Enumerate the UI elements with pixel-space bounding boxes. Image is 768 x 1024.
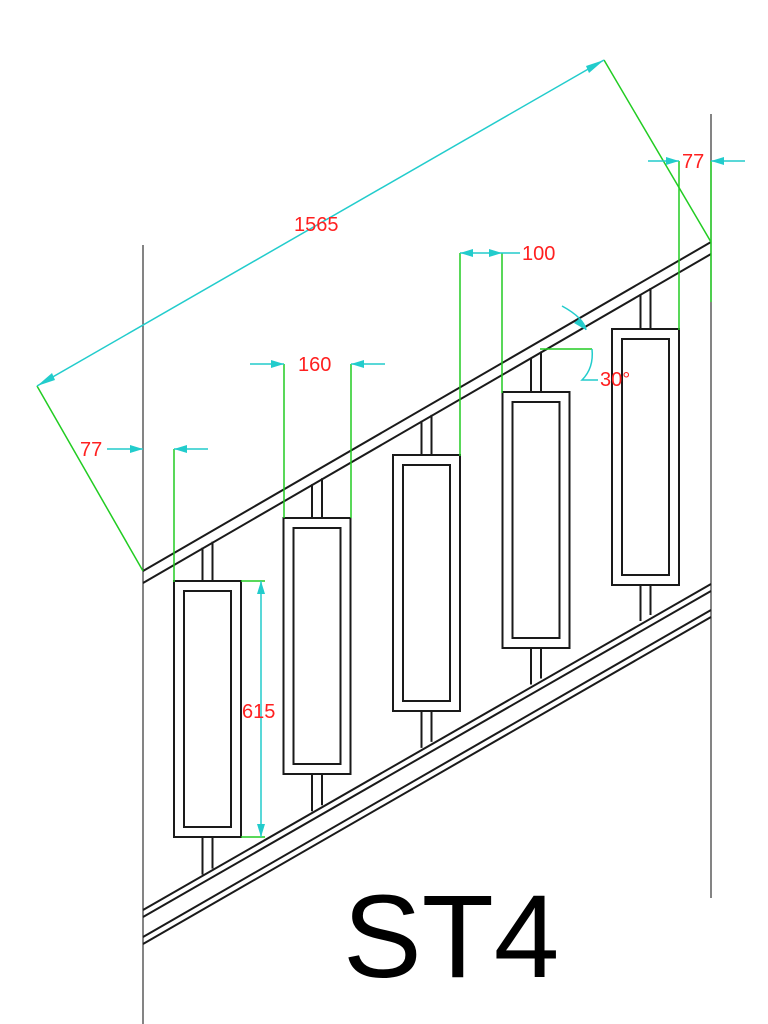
- spindle-spacing-dimension: 160: [250, 354, 385, 518]
- panel-height-label: 615: [242, 701, 275, 723]
- baluster-top-stem: [311, 478, 323, 518]
- baluster-outer-frame: [611, 328, 680, 586]
- spindle-spacing-label: 160: [298, 354, 331, 376]
- bottom-rail: [142, 583, 712, 945]
- panel-width-label: 100: [522, 243, 555, 265]
- rake-angle-label: 30°: [600, 369, 630, 391]
- baluster: [501, 351, 571, 685]
- panel-width-dimension: 100: [459, 243, 555, 456]
- baluster-inner-frame: [183, 590, 232, 828]
- baluster-bottom-stem: [639, 585, 652, 622]
- left-offset-label: 77: [80, 439, 102, 461]
- baluster-bottom-stem: [530, 648, 542, 685]
- baluster-inner-frame: [511, 401, 561, 639]
- baluster-inner-frame: [621, 338, 670, 576]
- overall-length-label: 1565: [294, 214, 339, 236]
- baluster-top-stem: [639, 288, 652, 329]
- baluster: [392, 414, 461, 748]
- baluster-inner-frame: [292, 527, 342, 765]
- baluster: [611, 288, 680, 622]
- right-offset-label: 77: [682, 151, 704, 173]
- baluster-top-stem: [420, 414, 433, 455]
- baluster-bottom-stem: [420, 711, 433, 748]
- baluster-top-stem: [530, 351, 542, 392]
- baluster-outer-frame: [282, 517, 352, 775]
- baluster: [282, 478, 352, 812]
- right-offset-dimension: 77: [648, 151, 745, 330]
- baluster-bottom-stem: [201, 837, 214, 875]
- baluster: [173, 541, 242, 875]
- rake-angle-dimension: 30°: [540, 305, 630, 391]
- baluster-top-stem: [201, 541, 214, 581]
- baluster-group: [173, 288, 680, 875]
- top-handrail: [142, 241, 712, 584]
- baluster-bottom-stem: [311, 774, 323, 812]
- baluster-outer-frame: [501, 391, 571, 649]
- baluster-inner-frame: [402, 464, 451, 702]
- left-offset-dimension: 77: [80, 439, 208, 582]
- panel-height-dimension: 615: [241, 580, 275, 838]
- overall-length-dimension: 1565: [36, 59, 712, 572]
- baluster-outer-frame: [173, 580, 242, 838]
- baluster-outer-frame: [392, 454, 461, 712]
- drawing-title: ST4: [343, 871, 559, 1003]
